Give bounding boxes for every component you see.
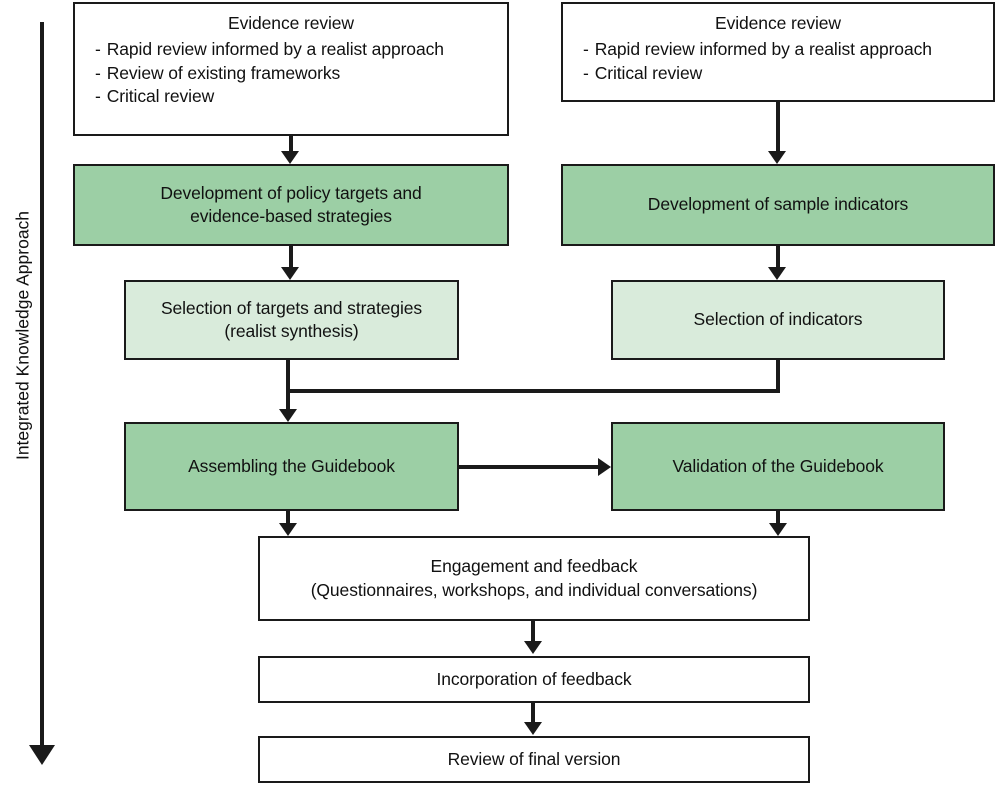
node-assembling-guidebook: Assembling the Guidebook <box>124 422 459 511</box>
bullet-dash: - <box>95 86 101 107</box>
node-selection-targets-strategies: Selection of targets and strategies (rea… <box>124 280 459 360</box>
connector-incorporation-to-review <box>531 703 535 725</box>
node-review-final-version: Review of final version <box>258 736 810 783</box>
bullet-dash: - <box>583 62 589 83</box>
arrowhead-evidence-right-to-development <box>768 151 786 164</box>
node-development-sample-indicators: Development of sample indicators <box>561 164 995 246</box>
node-evidence-review-left: Evidence review -Rapid review informed b… <box>73 2 509 136</box>
development-policy-line-1: Development of policy targets and <box>160 182 422 203</box>
development-indicators-line-1: Development of sample indicators <box>647 194 909 215</box>
bullet-dash: - <box>95 39 101 60</box>
evidence-review-left-bullet-1: -Rapid review informed by a realist appr… <box>89 38 499 61</box>
assembling-guidebook-line-1: Assembling the Guidebook <box>188 455 395 476</box>
validation-guidebook-line-1: Validation of the Guidebook <box>672 455 884 476</box>
node-selection-indicators: Selection of indicators <box>611 280 945 360</box>
connector-assembling-to-engagement <box>286 511 290 525</box>
engagement-feedback-line-2: (Questionnaires, workshops, and individu… <box>310 579 758 600</box>
node-development-policy-targets: Development of policy targets and eviden… <box>73 164 509 246</box>
bullet-text: Rapid review informed by a realist appro… <box>594 39 932 60</box>
engagement-feedback-line-1: Engagement and feedback <box>430 556 638 577</box>
node-incorporation-feedback: Incorporation of feedback <box>258 656 810 703</box>
integrated-knowledge-approach-arrow-shaft <box>40 22 44 750</box>
connector-development-to-selection-targets <box>289 246 293 268</box>
node-engagement-feedback: Engagement and feedback (Questionnaires,… <box>258 536 810 621</box>
node-validation-guidebook: Validation of the Guidebook <box>611 422 945 511</box>
selection-targets-line-2: (realist synthesis) <box>224 321 359 341</box>
integrated-knowledge-approach-arrow-head <box>29 745 55 765</box>
connector-selection-merge-horizontal <box>286 389 780 393</box>
development-policy-line-2: evidence-based strategies <box>190 206 392 226</box>
connector-validation-to-engagement <box>776 511 780 525</box>
arrowhead-engagement-to-incorporation <box>524 641 542 654</box>
bullet-text: Critical review <box>106 86 215 107</box>
evidence-review-left-title: Evidence review <box>228 13 354 33</box>
evidence-review-left-bullet-3: -Critical review <box>89 85 499 108</box>
arrowhead-evidence-left-to-development <box>281 151 299 164</box>
arrowhead-assembling-to-engagement <box>279 523 297 536</box>
arrowhead-validation-to-engagement <box>769 523 787 536</box>
connector-engagement-to-incorporation <box>531 621 535 643</box>
evidence-review-left-bullet-2: -Review of existing frameworks <box>89 62 499 85</box>
connector-evidence-left-to-development <box>289 136 293 152</box>
node-evidence-review-right: Evidence review -Rapid review informed b… <box>561 2 995 102</box>
bullet-dash: - <box>583 39 589 60</box>
evidence-review-right-bullet-2: -Critical review <box>577 62 985 85</box>
bullet-text: Critical review <box>594 62 703 83</box>
bullet-text: Rapid review informed by a realist appro… <box>106 39 444 60</box>
integrated-knowledge-approach-label: Integrated Knowledge Approach <box>12 210 33 461</box>
selection-indicators-line-1: Selection of indicators <box>693 309 863 330</box>
connector-assembling-to-validation <box>459 465 601 469</box>
arrowhead-development-to-selection-indicators <box>768 267 786 280</box>
connector-development-to-selection-indicators <box>776 246 780 268</box>
bullet-text: Review of existing frameworks <box>106 62 341 83</box>
arrowhead-development-to-selection-targets <box>281 267 299 280</box>
bullet-dash: - <box>95 62 101 83</box>
incorporation-feedback-line-1: Incorporation of feedback <box>436 668 632 689</box>
connector-selection-indicators-down <box>776 360 780 393</box>
arrowhead-selections-to-assembling <box>279 409 297 422</box>
review-final-version-line-1: Review of final version <box>447 748 621 769</box>
evidence-review-right-bullet-1: -Rapid review informed by a realist appr… <box>577 38 985 61</box>
arrowhead-assembling-to-validation <box>598 458 611 476</box>
evidence-review-right-title: Evidence review <box>715 13 841 33</box>
selection-targets-line-1: Selection of targets and strategies <box>160 297 423 318</box>
arrowhead-incorporation-to-review <box>524 722 542 735</box>
connector-evidence-right-to-development <box>776 102 780 152</box>
